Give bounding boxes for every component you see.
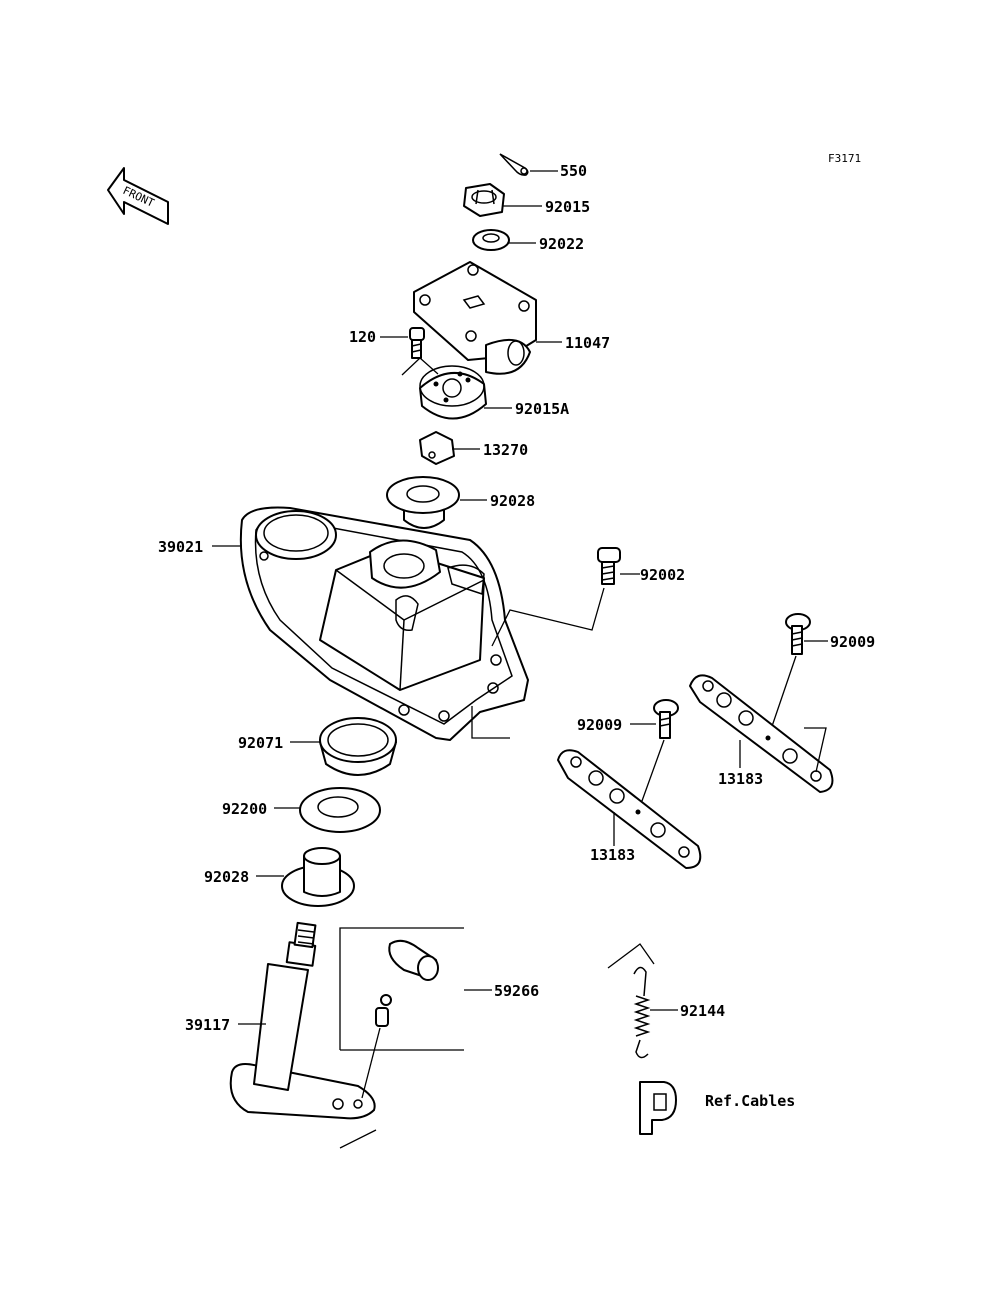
callout-92028-upper: 92028 xyxy=(490,492,535,510)
callout-13270: 13270 xyxy=(483,441,528,459)
plunger-59266 xyxy=(388,939,439,981)
cable-clip xyxy=(639,1081,677,1135)
callout-550: 550 xyxy=(560,162,587,180)
bushing-92028-upper xyxy=(386,476,460,529)
cotter-pin-550 xyxy=(499,153,529,176)
bolt-92002 xyxy=(597,547,621,585)
nut-plate-92015A xyxy=(419,365,487,420)
bracket-11047 xyxy=(413,261,537,375)
assembly-line-13183-right xyxy=(804,727,827,773)
washer-92200 xyxy=(299,787,381,833)
callout-59266: 59266 xyxy=(494,982,539,1000)
callout-13183-right: 13183 xyxy=(718,770,763,788)
plate-13183-left xyxy=(557,749,702,869)
assembly-line-92009-left xyxy=(637,739,665,813)
callout-120: 120 xyxy=(349,328,376,346)
callout-39021: 39021 xyxy=(158,538,203,556)
bushing-92028-lower xyxy=(281,847,355,907)
callout-92015: 92015 xyxy=(545,198,590,216)
block-13270 xyxy=(419,431,455,465)
assembly-line-92002 xyxy=(491,587,605,647)
callout-39117: 39117 xyxy=(185,1016,230,1034)
callout-92028-lower: 92028 xyxy=(204,868,249,886)
kit-bracket-top xyxy=(339,927,464,1050)
figure-code: F3171 xyxy=(828,152,861,165)
callout-92015A: 92015A xyxy=(515,400,569,418)
pin-59266 xyxy=(375,994,392,1027)
washer-92022 xyxy=(472,229,510,251)
assembly-line-39021 xyxy=(471,706,510,739)
assembly-line-39117 xyxy=(339,1129,377,1149)
shaft-lever-39117 xyxy=(229,921,376,1120)
spring-92144 xyxy=(633,966,651,1059)
castle-nut-92015 xyxy=(463,183,505,217)
callout-92002: 92002 xyxy=(640,566,685,584)
assembly-line-92144 xyxy=(607,943,655,969)
callout-92144: 92144 xyxy=(680,1002,725,1020)
callout-11047: 11047 xyxy=(565,334,610,352)
bolt-92009-left xyxy=(653,699,679,739)
seal-92071 xyxy=(319,717,397,776)
callout-92009-right: 92009 xyxy=(830,633,875,651)
callout-13183-left: 13183 xyxy=(590,846,635,864)
plate-13183-right xyxy=(689,674,834,793)
bolt-120 xyxy=(409,327,425,359)
callout-92200: 92200 xyxy=(222,800,267,818)
front-direction-arrow-icon: FRONT xyxy=(107,167,169,225)
assembly-line-59266 xyxy=(361,1027,381,1099)
assembly-line-120 xyxy=(401,357,439,376)
callout-92022: 92022 xyxy=(539,235,584,253)
callout-92071: 92071 xyxy=(238,734,283,752)
housing-39021 xyxy=(239,506,529,741)
ref-cables-label: Ref.Cables xyxy=(705,1092,795,1110)
bolt-92009-right xyxy=(785,613,811,655)
callout-92009-left: 92009 xyxy=(577,716,622,734)
